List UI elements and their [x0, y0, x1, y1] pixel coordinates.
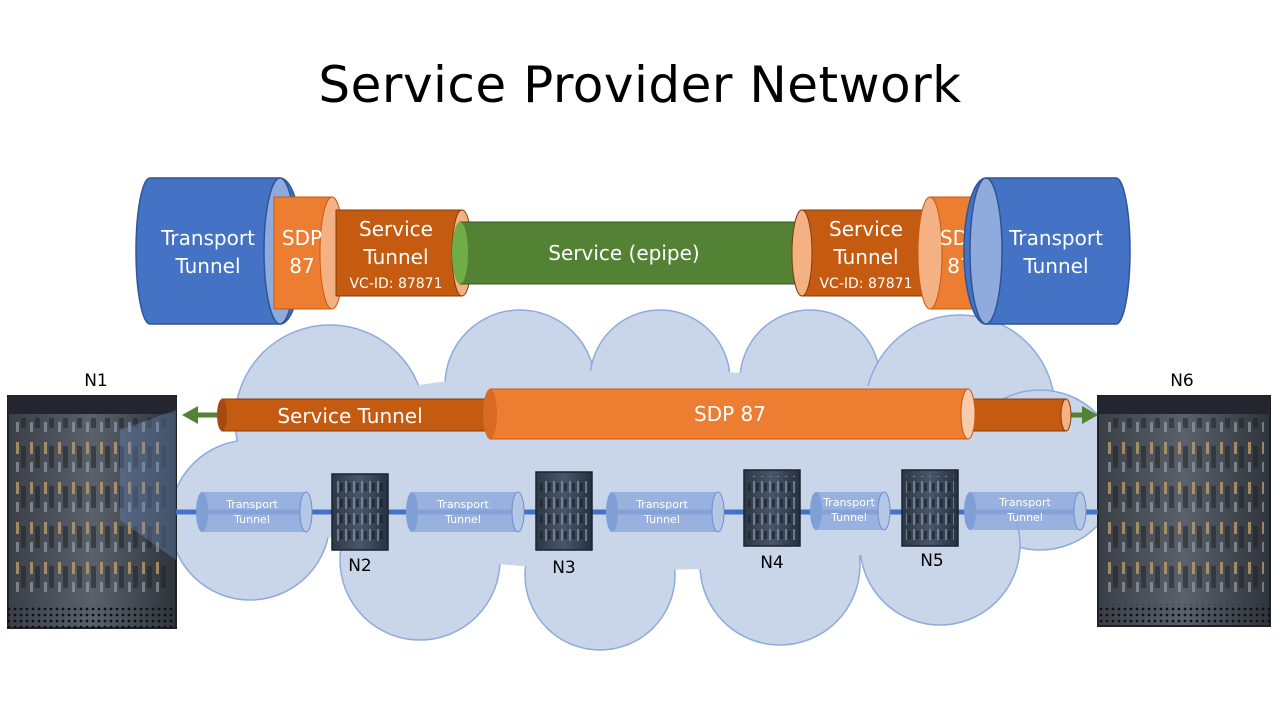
- service-tunnel-label: Service Tunnel: [277, 404, 422, 428]
- left-arrowhead: [182, 406, 198, 424]
- sdp-label: SDP 87: [694, 402, 766, 426]
- vc-id-right: VC-ID: 87871: [819, 276, 912, 292]
- service-epipe: Service (epipe): [452, 221, 821, 285]
- router-n1: N1: [7, 371, 177, 629]
- node-label-n1: N1: [84, 371, 108, 391]
- router-n4: N4: [743, 469, 801, 573]
- node-label-n3: N3: [552, 558, 576, 578]
- right-arrowhead: [1082, 406, 1098, 424]
- page-title: Service Provider Network: [318, 56, 962, 114]
- node-label-n4: N4: [760, 553, 784, 573]
- router-n2: N2: [331, 473, 389, 576]
- node-label-n5: N5: [920, 551, 944, 571]
- router-n3: N3: [535, 471, 593, 578]
- service-tunnel-pipe: Service Tunnel SDP 87: [182, 388, 1098, 440]
- router-n5: N5: [901, 469, 959, 571]
- node-label-n6: N6: [1170, 371, 1194, 391]
- router-n6: N6: [1097, 371, 1271, 627]
- vc-id-left: VC-ID: 87871: [349, 276, 442, 292]
- node-label-n2: N2: [348, 556, 372, 576]
- service-label: Service (epipe): [548, 241, 699, 265]
- network-cloud: [169, 309, 1121, 651]
